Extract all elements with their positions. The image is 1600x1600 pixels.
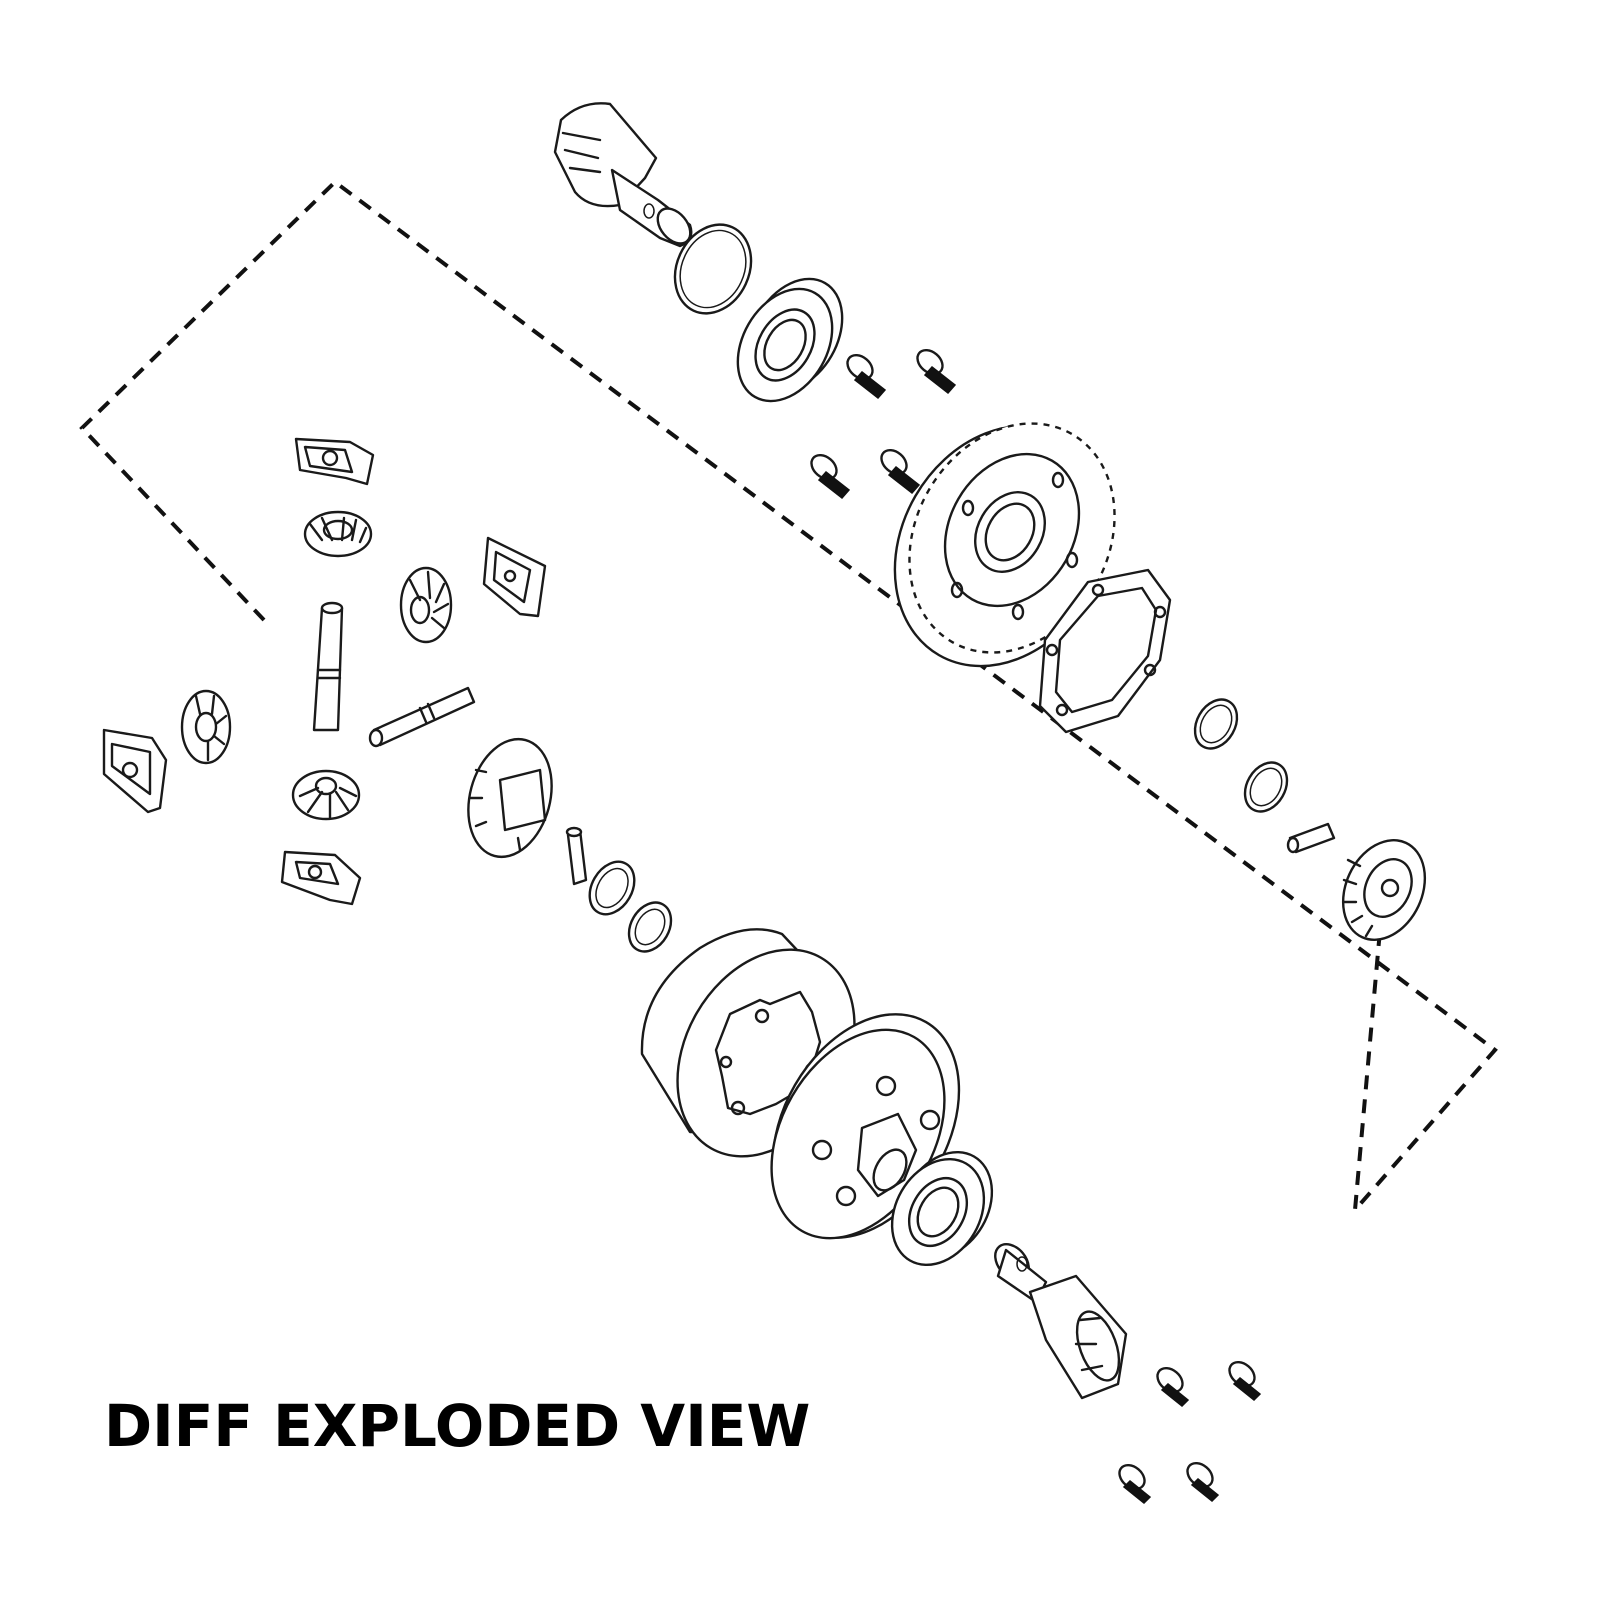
screw-outdrive-2: [1228, 1360, 1262, 1402]
screw-outdrive-1: [1156, 1366, 1190, 1408]
side-gear-right: [1341, 839, 1427, 941]
o-ring-upper: [673, 223, 753, 315]
diff-cover: [770, 1013, 961, 1240]
gear-block-1: [294, 437, 375, 486]
bearing-upper: [736, 277, 844, 403]
diff-gasket: [1038, 568, 1172, 734]
ring-gear: [893, 422, 1116, 668]
screw-ring-gear-4: [880, 448, 921, 495]
spider-gear-left: [180, 689, 232, 765]
screw-ring-gear-3: [810, 453, 851, 500]
cross-pin-vertical: [312, 601, 344, 732]
shim-upper-1: [1193, 698, 1239, 750]
callout-dashed-outline: [79, 179, 1498, 1216]
bearing-lower: [890, 1150, 994, 1267]
shim-lower-1: [588, 860, 636, 916]
screw-ring-gear-1: [846, 353, 887, 400]
screw-outdrive-3: [1118, 1463, 1152, 1505]
diagram-title: DIFF EXPLODED VIEW: [104, 1392, 811, 1460]
screw-outdrive-4: [1186, 1461, 1220, 1503]
screw-ring-gear-2: [916, 348, 957, 395]
shim-upper-2: [1243, 761, 1289, 813]
outdrive-cup-lower: [994, 1243, 1128, 1400]
pin-upper: [1286, 822, 1336, 854]
gear-block-2: [482, 536, 547, 618]
shim-lower-2: [627, 901, 673, 953]
gear-block-3: [102, 728, 168, 814]
spider-gear-top: [303, 510, 373, 558]
spider-gear-bottom: [291, 769, 361, 821]
spider-gear-right: [399, 566, 453, 644]
pin-lower: [565, 826, 588, 886]
side-gear-inner: [467, 737, 553, 859]
cross-pin-horizontal: [368, 686, 476, 748]
outdrive-cup-upper: [553, 102, 693, 248]
gear-block-4: [280, 850, 362, 906]
